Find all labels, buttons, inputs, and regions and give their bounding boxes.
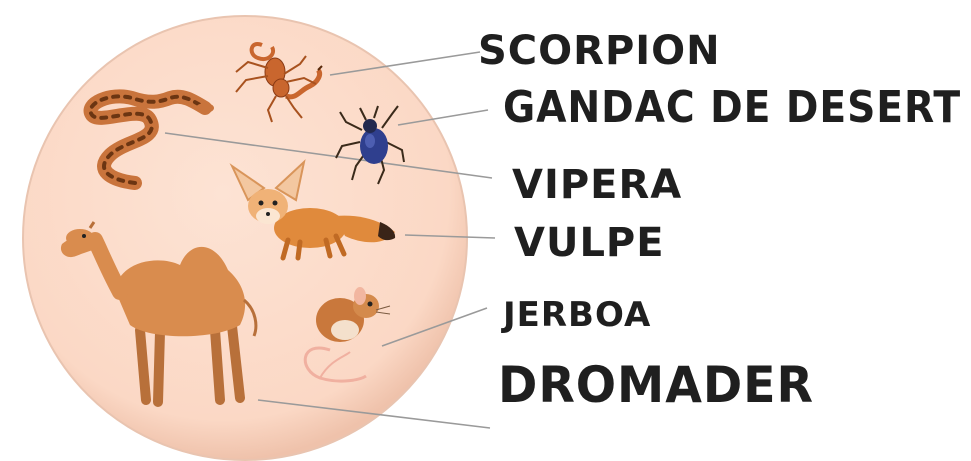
label-vulpe: VULPE — [514, 220, 665, 266]
label-gandac-de-desert: GANDAC DE DESERT — [503, 82, 961, 133]
label-scorpion: SCORPION — [478, 28, 721, 74]
label-vipera: VIPERA — [512, 162, 682, 208]
label-dromader: DROMADER — [498, 356, 814, 414]
label-jerboa: JERBOA — [501, 295, 651, 335]
